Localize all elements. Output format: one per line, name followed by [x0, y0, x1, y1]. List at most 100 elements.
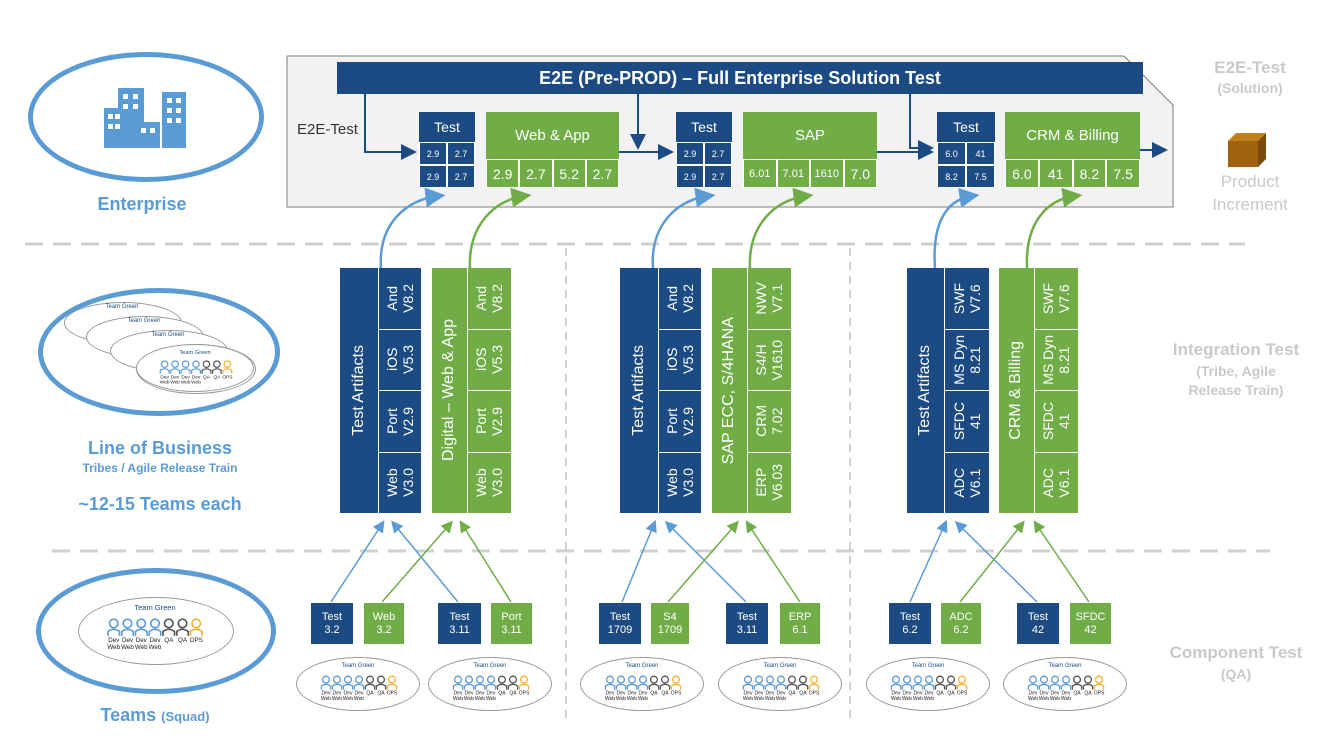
role-label: Web	[616, 696, 626, 702]
e2e-test-cells: 2.9 2.7 2.9 2.7	[676, 142, 732, 188]
role-label: Dev	[149, 637, 161, 644]
role-label: Dev	[744, 691, 753, 697]
increment-label: Increment	[1212, 195, 1288, 214]
comp-l1: ERP	[788, 610, 812, 623]
team-name: Team Green	[127, 318, 161, 324]
lob-subtitle: Tribes / Agile Release Train	[82, 461, 238, 475]
e2e-app-cells: 2.9 2.7 5.2 2.7	[486, 159, 619, 188]
item-version: 8.21	[967, 346, 983, 374]
role-label: Web	[638, 696, 648, 702]
e2e-test-cells: 2.9 2.7 2.9 2.7	[419, 142, 475, 188]
role-label: Dev	[171, 374, 180, 380]
role-label: Web	[486, 696, 496, 702]
team-name: Team Green	[151, 332, 185, 338]
comp-l1: Test	[321, 610, 343, 623]
cell: 2.9	[419, 165, 447, 188]
e2e-app-box: Web & App	[486, 112, 619, 159]
role-label: Web	[913, 696, 923, 702]
item-name: MS Dyn	[1040, 334, 1057, 385]
item-version: V1610	[769, 339, 786, 380]
role-label: OPS	[519, 691, 530, 697]
role-label: Dev	[465, 691, 474, 697]
cell: 2.7	[704, 165, 732, 188]
cell: 7.0	[843, 159, 877, 188]
cell: 7.5	[1106, 159, 1140, 188]
cell: 2.9	[676, 142, 704, 165]
integration-app-3: CRM & Billing	[999, 268, 1034, 513]
role-label: Dev	[136, 637, 148, 644]
person-icon: OPS	[519, 675, 530, 697]
role-label: QA	[1084, 691, 1092, 697]
cell: 41	[1038, 159, 1073, 188]
teams-label: Teams (Squad)	[60, 705, 250, 726]
e2e-test-subtitle: (Solution)	[1217, 80, 1283, 96]
cell: 7.5	[966, 165, 995, 188]
person-icon: QA	[375, 675, 387, 697]
item-name: CRM	[753, 405, 770, 438]
person-icon: QA	[797, 675, 809, 697]
role-label: Web	[321, 696, 331, 702]
team-name: Team Green	[341, 663, 375, 669]
cell: 2.7	[585, 159, 619, 188]
comp-l1: Test	[736, 610, 758, 623]
cell: 8.2	[1072, 159, 1107, 188]
role-label: QA	[213, 374, 221, 380]
person-icon: QA	[507, 675, 519, 697]
person-icon: QA	[1082, 675, 1094, 697]
role-label: QA	[788, 691, 796, 697]
artifacts-label: Test Artifacts	[916, 345, 934, 436]
comp-l1: Test	[1027, 610, 1049, 623]
team-oval-stack-back-2: Team Green	[86, 318, 202, 324]
cell: 6.01	[743, 159, 777, 188]
person-icon: OPS	[671, 675, 682, 697]
lob-title: Line of Business	[87, 438, 233, 458]
role-label: OPS	[222, 374, 232, 380]
person-icon: QA	[211, 360, 222, 380]
role-label: Web	[160, 380, 170, 386]
role-label: OPS	[957, 691, 968, 697]
role-label: Web	[464, 696, 474, 702]
person-icon: QA	[648, 675, 660, 697]
role-label: Dev	[322, 691, 331, 697]
role-label: Web	[743, 696, 753, 702]
role-label: Web	[1028, 696, 1038, 702]
item-name: ADC	[1040, 467, 1057, 498]
item-name: Web	[383, 468, 400, 498]
role-label: Web	[765, 696, 775, 702]
integration-to-e2e-arrows	[379, 187, 1083, 269]
comp-l2: 3.11	[736, 623, 758, 636]
teams-each-label: ~12-15 Teams each	[78, 494, 242, 514]
item-name: SWF	[1040, 282, 1057, 314]
role-label: Dev	[355, 691, 364, 697]
role-label: Dev	[606, 691, 615, 697]
e2e-app-cells: 6.01 7.01 1610 7.0	[743, 159, 877, 188]
role-label: OPS	[190, 637, 203, 644]
comp-l1: Test	[899, 610, 921, 623]
enterprise-label: Enterprise	[97, 194, 187, 214]
